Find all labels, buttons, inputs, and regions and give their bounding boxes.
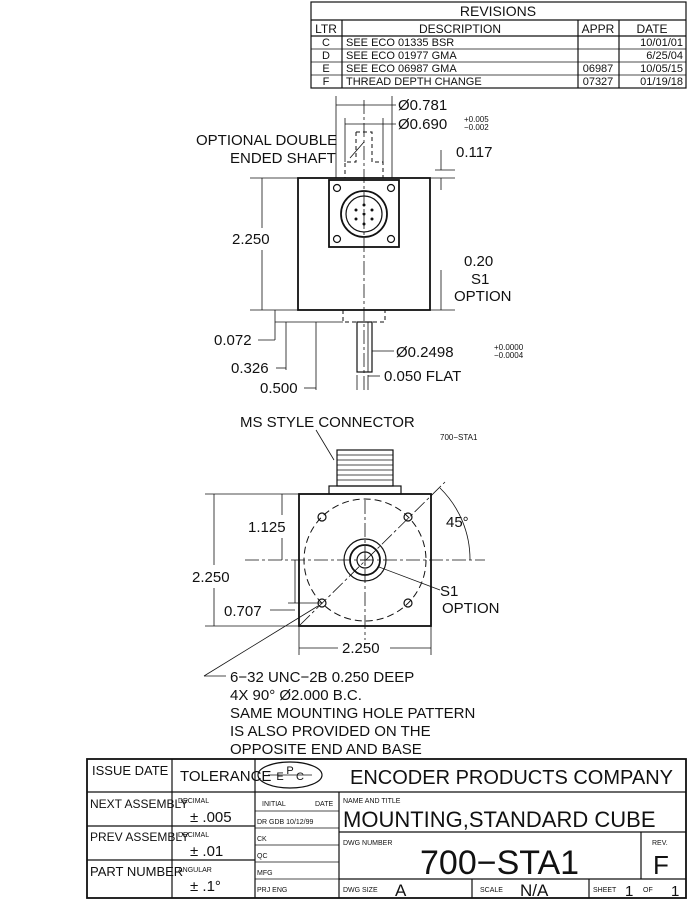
revisions-table: REVISIONS LTR DESCRIPTION APPR DATE C SE… (310, 1, 687, 89)
issue-date-label: ISSUE DATE (92, 763, 169, 778)
rev-row-description: SEE ECO 01335 BSR (346, 37, 454, 49)
dim-0500: 0.500 (260, 380, 298, 397)
optional-shaft-label: OPTIONAL DOUBLE (196, 132, 337, 149)
connector-label: MS STYLE CONNECTOR (240, 414, 415, 431)
s1-option: OPTION (454, 288, 512, 305)
notes: 6−32 UNC−2B 0.250 DEEP 4X 90° Ø2.000 B.C… (230, 669, 475, 758)
connector-thread (328, 449, 402, 495)
dim-angle: 45° (446, 514, 469, 531)
tolerance-2place: ± .01 (190, 843, 223, 860)
dim-2250-horizontal: 2.250 (342, 640, 380, 657)
dwg-number: 700−STA1 (420, 844, 579, 882)
scale-value: N/A (520, 881, 549, 900)
of-label: OF (643, 887, 653, 894)
dim-0117: 0.117 (456, 144, 492, 161)
rev-row-ltr: C (322, 37, 330, 49)
rev-row-description: SEE ECO 01977 GMA (346, 50, 457, 62)
next-assembly-label: NEXT ASSEMBLY (90, 797, 188, 811)
rev-header-ltr: LTR (315, 22, 337, 36)
scale-label: SCALE (480, 887, 503, 894)
name-title-label: NAME AND TITLE (343, 798, 401, 805)
s1-option: OPTION (442, 600, 500, 617)
dwg-size-label: DWG SIZE (343, 887, 378, 894)
rev-row-date: 10/01/01 (640, 37, 683, 49)
dim-dia-pilot: Ø0.690 (398, 116, 447, 133)
angular-label: ANGULAR (178, 867, 212, 874)
decimal-label: DECIMAL (178, 832, 209, 839)
dim-dia-outer: Ø0.781 (398, 97, 447, 114)
note-line: 4X 90° Ø2.000 B.C. (230, 687, 362, 704)
rev-header-description: DESCRIPTION (419, 22, 501, 36)
rev-row-ltr: E (322, 63, 329, 75)
dwg-number-label: DWG NUMBER (343, 840, 392, 847)
dr-row: DR GDB 10/12/99 (257, 819, 314, 826)
dim-0707: 0.707 (224, 603, 262, 620)
dim-0072: 0.072 (214, 332, 252, 349)
top-view: Ø0.781 Ø0.690 +0.005 −0.002 OPTIONAL DOU… (196, 96, 524, 397)
title-block: ISSUE DATE TOLERANCE E P C ENCODER PRODU… (86, 758, 687, 900)
note-line: 6−32 UNC−2B 0.250 DEEP (230, 669, 414, 686)
epc-logo: E P C (257, 761, 323, 789)
s1-label: S1 (471, 271, 489, 288)
rev-row-date: 01/19/18 (640, 76, 683, 88)
rev-row-ltr: F (323, 76, 330, 88)
dim-shaft-tol-minus: −0.0004 (494, 351, 524, 360)
dim-shaft-tol-plus: +0.0000 (494, 343, 524, 352)
initial-label: INITIAL (262, 801, 286, 808)
prev-assembly-label: PREV ASSEMBLY (90, 830, 189, 844)
rev-row-date: 10/05/15 (640, 63, 683, 75)
dim-2250-top: 2.250 (232, 231, 270, 248)
tolerance-3place: ± .005 (190, 809, 232, 826)
logo-letter: E (276, 771, 283, 783)
dim-shaft-dia: Ø0.2498 (396, 344, 454, 361)
s1-value: 0.20 (464, 253, 493, 270)
rev-value: F (653, 850, 669, 880)
note-line: IS ALSO PROVIDED ON THE (230, 723, 431, 740)
dim-dia-pilot-tol-plus: +0.005 (464, 115, 489, 124)
rev-row-date: 6/25/04 (646, 50, 683, 62)
decimal-label: DECIMAL (178, 798, 209, 805)
part-tag: 700−STA1 (440, 433, 478, 442)
note-line: OPPOSITE END AND BASE (230, 741, 422, 758)
rev-row-description: SEE ECO 06987 GMA (346, 63, 457, 75)
shaft (356, 321, 373, 373)
rev-header-date: DATE (636, 22, 667, 36)
dim-1125: 1.125 (248, 519, 286, 536)
rev-row-ltr: D (322, 50, 330, 62)
date-label: DATE (315, 801, 333, 808)
rev-label: REV. (652, 840, 668, 847)
qc-label: QC (257, 853, 268, 860)
dim-0326: 0.326 (231, 360, 269, 377)
sheet-label: SHEET (593, 887, 617, 894)
rev-row-appr: 07327 (583, 76, 614, 88)
connector-pins (354, 203, 374, 226)
company-name: ENCODER PRODUCTS COMPANY (350, 767, 673, 789)
dim-dia-pilot-tol-minus: −0.002 (464, 123, 489, 132)
optional-shaft-label: ENDED SHAFT (230, 150, 336, 167)
dwg-size-value: A (395, 881, 407, 900)
rev-header-appr: APPR (582, 22, 615, 36)
rev-row-description: THREAD DEPTH CHANGE (346, 76, 482, 88)
of-value: 1 (671, 883, 679, 900)
revisions-title: REVISIONS (460, 3, 536, 19)
proj-eng-label: PRJ ENG (257, 887, 287, 894)
drawing-title: MOUNTING,STANDARD CUBE (343, 807, 656, 832)
ck-label: CK (257, 836, 267, 843)
tolerance-angle: ± .1° (190, 878, 221, 895)
rev-row-appr: 06987 (583, 63, 614, 75)
logo-letter: P (286, 765, 293, 777)
part-number-label: PART NUMBER (90, 864, 183, 879)
dim-flat: 0.050 FLAT (384, 368, 461, 385)
tolerance-label: TOLERANCE (180, 768, 271, 785)
front-view: MS STYLE CONNECTOR 700−STA1 (192, 414, 500, 677)
dim-2250-vertical: 2.250 (192, 569, 230, 586)
note-line: SAME MOUNTING HOLE PATTERN (230, 705, 475, 722)
mfg-label: MFG (257, 870, 273, 877)
s1-label: S1 (440, 583, 458, 600)
logo-letter: C (296, 771, 304, 783)
sheet-value: 1 (625, 883, 633, 900)
